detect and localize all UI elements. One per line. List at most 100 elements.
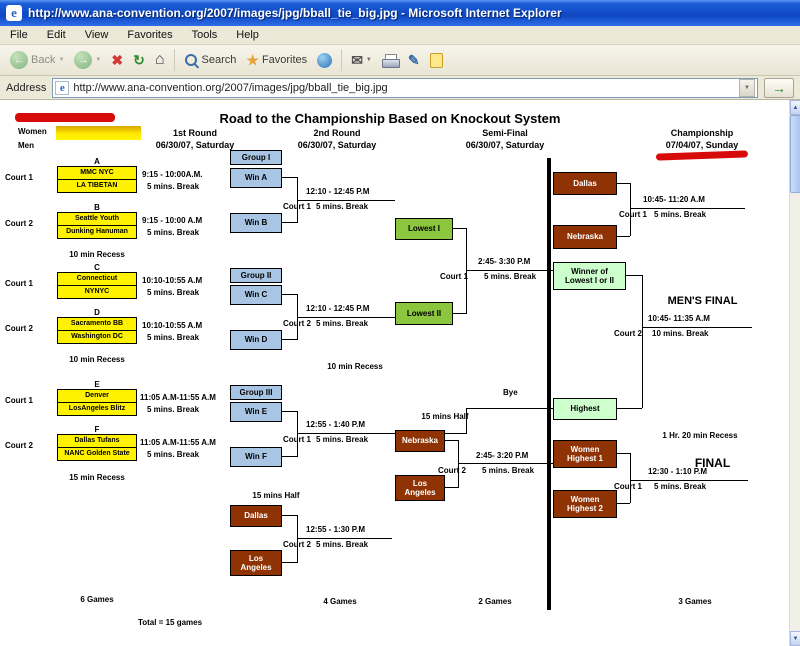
menu-file[interactable]: File (10, 29, 28, 41)
break-label: 5 mins. Break (316, 319, 369, 328)
court-label: Court 1 (440, 272, 468, 281)
team-box: Nebraska (395, 430, 445, 452)
mail-dropdown-icon: ▼ (365, 57, 372, 63)
bracket-line (617, 236, 630, 237)
ie-logo-icon: e (6, 5, 22, 21)
discuss-button[interactable] (425, 51, 448, 70)
print-icon (381, 53, 400, 68)
window-titlebar[interactable]: e http://www.ana-convention.org/2007/ima… (0, 0, 800, 26)
team-name: Connecticut (76, 274, 118, 282)
bracket-line (617, 408, 642, 409)
menu-favorites[interactable]: Favorites (127, 29, 173, 41)
group-name: Group I (241, 152, 271, 162)
menu-help[interactable]: Help (236, 29, 259, 41)
scroll-down-button[interactable]: ▼ (790, 631, 800, 646)
bracket-line (453, 313, 467, 314)
recess-label: 10 min Recess (69, 355, 125, 364)
stop-button[interactable]: ✖ (106, 51, 128, 69)
search-button[interactable]: Search (179, 51, 242, 70)
winner-label: Win C (244, 290, 268, 300)
mail-button[interactable]: ✉ ▼ (346, 51, 377, 69)
time-label: 10:10-10:55 A.M (142, 276, 203, 285)
group-letter: D (94, 308, 100, 317)
team-name: Angeles (404, 488, 436, 497)
scroll-thumb[interactable] (790, 115, 800, 193)
time-label: 12:55 - 1:40 P.M (306, 420, 365, 429)
court-label: Court 2 (283, 540, 311, 549)
break-label: 5 mins. Break (147, 405, 200, 414)
forward-button[interactable]: → ▼ (69, 49, 106, 71)
favorites-button[interactable]: ★ Favorites (241, 51, 312, 69)
window-title: http://www.ana-convention.org/2007/image… (28, 6, 562, 20)
break-label: 5 mins. Break (316, 202, 369, 211)
group-letter: C (94, 263, 100, 272)
media-button[interactable] (312, 51, 337, 70)
back-button[interactable]: ← Back ▼ (5, 49, 69, 71)
print-button[interactable] (377, 52, 403, 69)
address-dropdown-button[interactable]: ▼ (739, 78, 755, 97)
team-name: Highest 1 (566, 454, 603, 463)
team-name: Angeles (240, 563, 272, 572)
games-count: 2 Games (478, 597, 512, 606)
match-box: Denver LosAngeles Blitz (57, 389, 137, 416)
court-label: Court 1 (619, 210, 647, 219)
court-label: Court 2 (5, 441, 33, 450)
break-label: 5 mins. Break (482, 466, 535, 475)
round-date: 06/30/07, Saturday (465, 140, 545, 151)
column-header-2nd-round: 2nd Round 06/30/07, Saturday (287, 127, 387, 151)
time-label: 10:45- 11:20 A.M (643, 195, 705, 204)
edit-button[interactable]: ✎ (403, 51, 425, 69)
break-label: 5 mins. Break (654, 482, 707, 491)
search-label: Search (201, 54, 237, 66)
address-url: http://www.ana-convention.org/2007/image… (73, 81, 388, 94)
team-box: Women Highest 2 (553, 490, 617, 518)
recess-label: 1 Hr. 20 min Recess (662, 431, 738, 440)
round-date: 06/30/07, Saturday (297, 140, 377, 151)
seed-label: Winner of (571, 266, 608, 276)
vertical-scrollbar[interactable]: ▲ ▼ (789, 100, 800, 646)
team-box: Nebraska (553, 225, 617, 249)
menu-tools[interactable]: Tools (191, 29, 218, 41)
match-box: Connecticut NYNYC (57, 272, 137, 299)
break-label: 5 mins. Break (147, 182, 200, 191)
menu-edit[interactable]: Edit (46, 29, 66, 41)
break-label: 5 mins. Break (316, 435, 369, 444)
discuss-icon (429, 52, 443, 68)
court-label: Court 1 (5, 279, 33, 288)
bracket-line (642, 275, 643, 408)
team-box: Dallas (230, 505, 282, 527)
time-label: 12:55 - 1:30 P.M (306, 525, 365, 534)
menu-view[interactable]: View (84, 29, 109, 41)
bracket-line (466, 408, 467, 434)
scroll-up-icon: ▲ (792, 104, 799, 111)
half-label: 15 mins Half (252, 491, 300, 500)
go-button[interactable]: → (764, 77, 794, 98)
winner-box: Win E (230, 402, 282, 422)
round-date: 06/30/07, Saturday (155, 140, 235, 151)
seed-label: Highest (570, 404, 600, 414)
time-label: 12:10 - 12:45 P.M (306, 187, 370, 196)
winner-box: Win A (230, 168, 282, 188)
bracket-line (282, 456, 298, 457)
scroll-up-button[interactable]: ▲ (790, 100, 800, 115)
team-name: NANC Golden State (58, 447, 136, 460)
home-icon: ⌂ (154, 51, 165, 68)
time-label: 12:10 - 12:45 P.M (306, 304, 370, 313)
bracket-line (617, 453, 630, 454)
team-name: Highest 2 (566, 504, 603, 513)
team-name: Dallas (244, 511, 268, 521)
refresh-button[interactable]: ↻ (128, 51, 150, 69)
group-letter: F (94, 425, 100, 434)
bracket-line (297, 411, 298, 457)
media-icon (317, 52, 333, 68)
court-label: Court 1 (283, 202, 311, 211)
team-box: Los Angeles (395, 475, 445, 501)
round-name: 1st Round (173, 128, 217, 138)
winner-label: Win E (244, 407, 268, 417)
toolbar: ← Back ▼ → ▼ ✖ ↻ ⌂ Search ★ Favorites (0, 45, 800, 76)
address-input[interactable]: e http://www.ana-convention.org/2007/ima… (52, 77, 758, 98)
home-button[interactable]: ⌂ (150, 50, 170, 70)
red-marker-bar (15, 113, 115, 122)
team-name: Dallas Tufans (74, 436, 120, 444)
